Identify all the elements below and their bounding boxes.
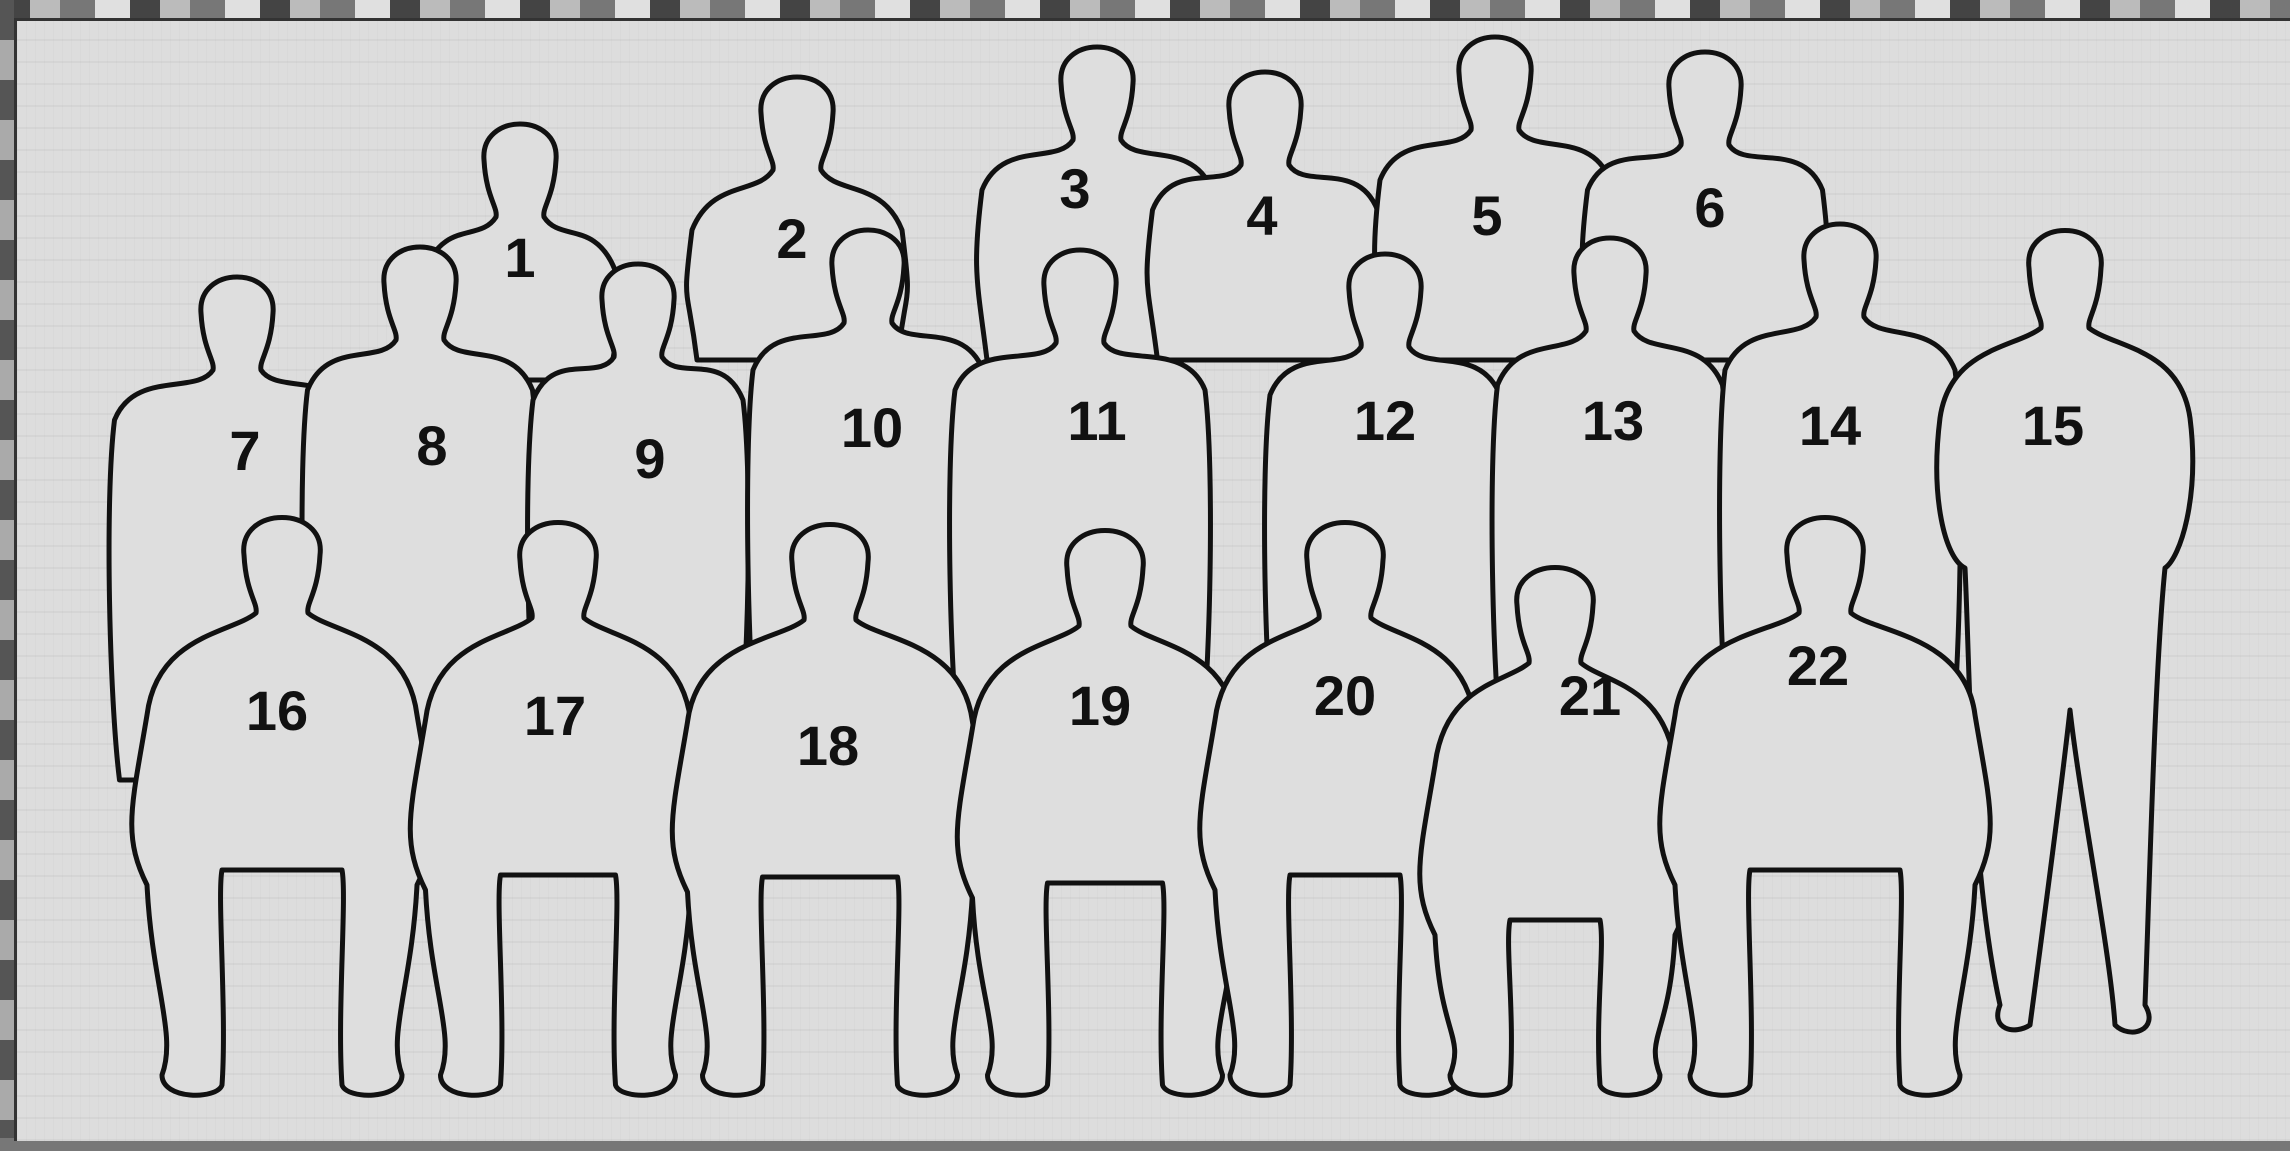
figure-label: 3: [1059, 157, 1090, 220]
figure-label: 15: [2022, 394, 2084, 457]
figure-label: 17: [524, 684, 586, 747]
figure-label: 10: [841, 396, 903, 459]
figure-label: 12: [1354, 389, 1416, 452]
figure-label: 1: [504, 226, 535, 289]
figure-label: 4: [1246, 184, 1277, 247]
figure-label: 14: [1799, 394, 1861, 457]
figure-label: 11: [1067, 389, 1126, 452]
figure-label: 9: [634, 427, 665, 490]
figure-label: 7: [229, 419, 260, 482]
figure-label: 8: [416, 414, 447, 477]
figure-label: 16: [246, 679, 308, 742]
figure-label: 6: [1694, 176, 1725, 239]
figure-label: 2: [776, 207, 807, 270]
figure-label: 22: [1787, 634, 1849, 697]
figure-label: 5: [1471, 184, 1502, 247]
figure-label: 20: [1314, 664, 1376, 727]
figure-label: 19: [1069, 674, 1131, 737]
figure-label: 21: [1559, 664, 1621, 727]
figure-label: 13: [1582, 389, 1644, 452]
figure-label: 18: [797, 714, 859, 777]
